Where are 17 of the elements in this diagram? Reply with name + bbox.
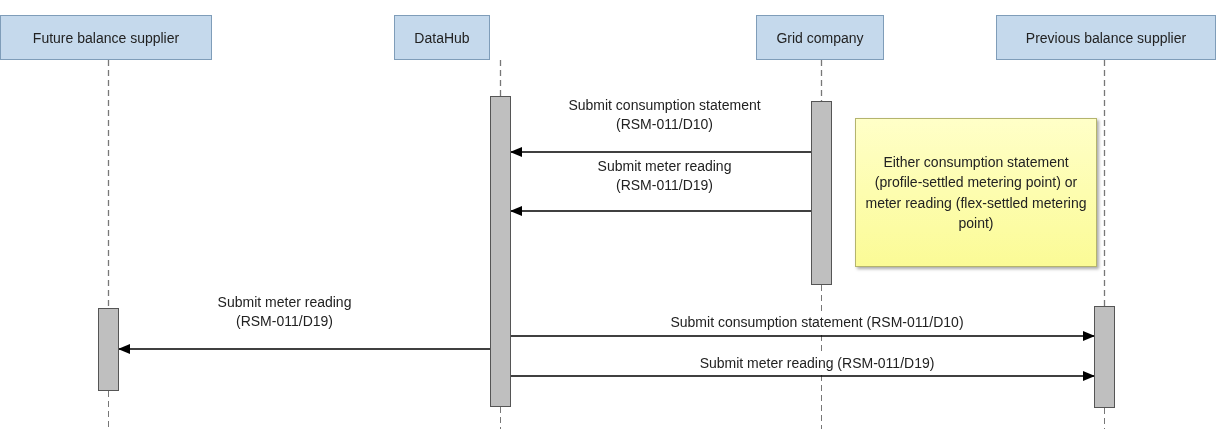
lifeline-header: Grid company (756, 15, 884, 60)
note-box: Either consumption statement (profile-settled metering point) or meter reading (flex-settled metering point) (855, 118, 1097, 267)
lifeline-header: Previous balance supplier (996, 15, 1216, 60)
lifeline (499, 59, 502, 97)
lifeline (107, 59, 110, 309)
lifeline-header: DataHub (394, 15, 490, 60)
message-arrow (510, 147, 812, 157)
lifeline-header: Future balance supplier (0, 15, 212, 60)
activation-bar (1094, 306, 1115, 408)
message-arrow (510, 371, 1095, 381)
message-arrow (118, 344, 491, 354)
lifeline (1103, 59, 1106, 307)
activation-bar (811, 101, 832, 285)
message-arrow (510, 206, 812, 216)
activation-bar (98, 308, 119, 391)
message-arrow (510, 331, 1095, 341)
activation-bar (490, 96, 511, 407)
